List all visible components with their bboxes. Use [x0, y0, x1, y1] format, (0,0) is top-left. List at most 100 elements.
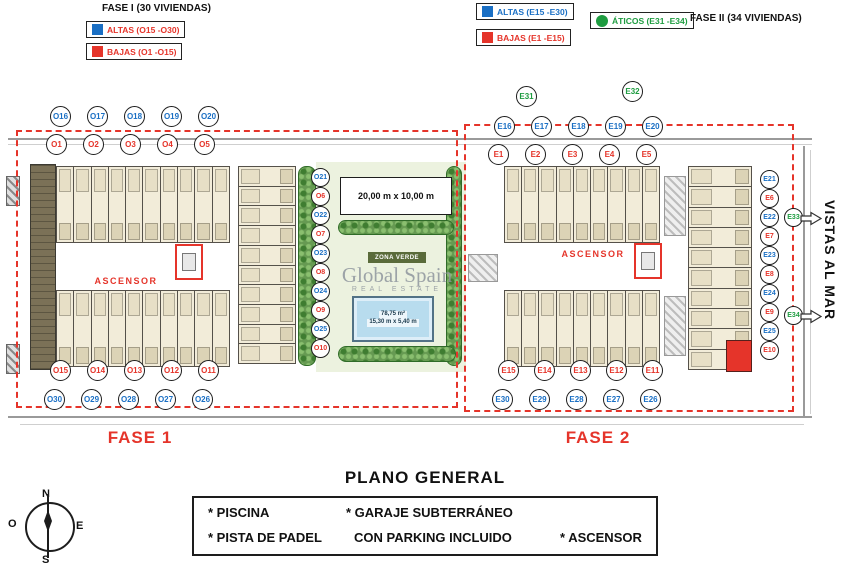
unit-circle-O4: O4	[157, 134, 178, 155]
fase1-bajas-label: BAJAS (O1 -O15)	[107, 46, 177, 57]
apartment-unit	[642, 167, 659, 242]
unit-circle-E12: E12	[606, 360, 627, 381]
site-entrance-north	[6, 176, 20, 206]
fase2-stairs-south	[664, 296, 686, 356]
unit-circle-O13: O13	[124, 360, 145, 381]
fase1-building-south	[56, 290, 230, 367]
altas-color-swatch	[482, 6, 493, 17]
unit-circle-E24: E24	[760, 284, 779, 303]
unit-circle-O26: O26	[192, 389, 213, 410]
unit-circle-O22: O22	[311, 206, 330, 225]
unit-circle-O14: O14	[87, 360, 108, 381]
road-north	[8, 138, 812, 140]
apartment-unit	[212, 167, 229, 242]
pool-area-label: 78,75 m²	[378, 311, 407, 319]
fase2-aticos-label: ÁTICOS (E31 -E34)	[612, 15, 688, 26]
apartment-unit	[689, 207, 751, 228]
apartment-unit	[126, 291, 144, 366]
apartment-unit	[608, 291, 626, 366]
apartment-unit	[212, 291, 229, 366]
apartment-unit	[195, 167, 213, 242]
amenities-box: * PISCINA * PISTA DE PADEL * GARAJE SUBT…	[192, 496, 658, 556]
fase2-building-north	[504, 166, 660, 243]
apartment-unit	[91, 167, 109, 242]
apartment-unit	[143, 167, 161, 242]
unit-circle-E9: E9	[760, 303, 779, 322]
sea-view-arrow-icon	[800, 211, 822, 226]
apartment-unit	[539, 291, 557, 366]
kerb-east	[810, 150, 811, 414]
apartment-unit	[74, 167, 92, 242]
unit-circle-O2: O2	[83, 134, 104, 155]
unit-circle-E4: E4	[599, 144, 620, 165]
unit-circle-O27: O27	[155, 389, 176, 410]
fase1-building-center	[238, 166, 296, 364]
unit-circle-O25: O25	[311, 320, 330, 339]
apartment-unit	[505, 291, 523, 366]
unit-circle-O11: O11	[198, 360, 219, 381]
unit-circle-E18: E18	[568, 116, 589, 137]
road-east	[803, 146, 805, 418]
apartment-unit	[57, 167, 75, 242]
unit-circle-E11: E11	[642, 360, 663, 381]
amenity-parking: CON PARKING INCLUIDO	[354, 530, 512, 545]
zona-verde-label: ZONA VERDE	[368, 252, 426, 263]
amenity-piscina: * PISCINA	[208, 505, 270, 520]
unit-circle-E26: E26	[640, 389, 661, 410]
unit-circle-O30: O30	[44, 389, 65, 410]
compass-circle	[25, 502, 75, 552]
unit-circle-E25: E25	[760, 322, 779, 341]
apartment-unit	[239, 167, 295, 187]
fase1-caption: FASE 1	[107, 428, 173, 447]
compass-east-label: E	[76, 520, 84, 532]
amenity-padel: * PISTA DE PADEL	[208, 530, 322, 545]
technical-room-block	[726, 340, 752, 372]
unit-circle-O21: O21	[311, 168, 330, 187]
fase2-caption: FASE 2	[565, 428, 631, 447]
swimming-pool: 78,75 m² 15,30 m x 5,40 m	[352, 296, 434, 342]
compass-south-label: S	[42, 554, 50, 566]
apartment-unit	[57, 291, 75, 366]
unit-circle-E21: E21	[760, 170, 779, 189]
fase2-legend-title: FASE II (34 VIVIENDAS)	[690, 13, 802, 24]
unit-circle-E32: E32	[622, 81, 643, 102]
unit-circle-E2: E2	[525, 144, 546, 165]
unit-circle-O1: O1	[46, 134, 67, 155]
apartment-unit	[625, 291, 643, 366]
apartment-unit	[591, 291, 609, 366]
vistas-al-mar-label: VISTAS AL MAR	[822, 200, 838, 321]
apartment-unit	[591, 167, 609, 242]
apartment-unit	[239, 186, 295, 207]
central-stairs	[468, 254, 498, 282]
unit-circle-E29: E29	[529, 389, 550, 410]
unit-circle-E31: E31	[516, 86, 537, 107]
unit-circle-O24: O24	[311, 282, 330, 301]
apartment-unit	[625, 167, 643, 242]
unit-circle-O28: O28	[118, 389, 139, 410]
apartment-unit	[239, 285, 295, 305]
unit-circle-O18: O18	[124, 106, 145, 127]
apartment-unit	[689, 248, 751, 269]
aticos-color-swatch	[596, 14, 608, 27]
unit-circle-O7: O7	[311, 225, 330, 244]
unit-circle-E1: E1	[488, 144, 509, 165]
unit-circle-E5: E5	[636, 144, 657, 165]
apartment-unit	[108, 291, 127, 366]
unit-circle-O23: O23	[311, 244, 330, 263]
unit-circle-E6: E6	[760, 189, 779, 208]
fase2-legend-aticos: ÁTICOS (E31 -E34)	[590, 12, 694, 29]
unit-circle-E23: E23	[760, 246, 779, 265]
bajas-color-swatch	[482, 32, 493, 43]
unit-circle-O16: O16	[50, 106, 71, 127]
fase2-legend-altas: ALTAS (E15 -E30)	[476, 3, 574, 20]
site-entrance-south	[6, 344, 20, 374]
unit-circle-E14: E14	[534, 360, 555, 381]
apartment-unit	[239, 304, 295, 325]
amenity-garaje: * GARAJE SUBTERRÁNEO	[346, 505, 513, 520]
bajas-color-swatch	[92, 46, 103, 57]
unit-circle-E7: E7	[760, 227, 779, 246]
